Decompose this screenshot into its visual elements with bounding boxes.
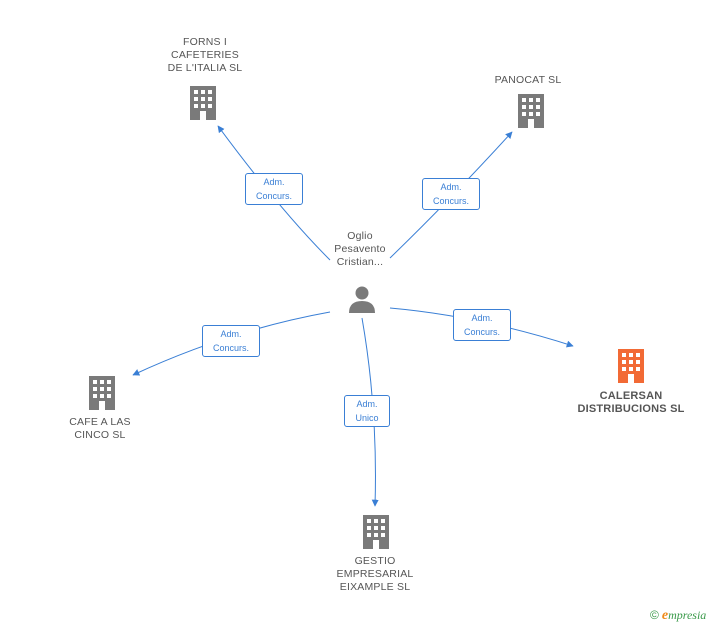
edge-label-panocat[interactable]: Adm. Concurs. <box>422 178 480 210</box>
edge-label-calersan[interactable]: Adm. Concurs. <box>453 309 511 341</box>
edge-label-cafe[interactable]: Adm. Concurs. <box>202 325 260 357</box>
edge-label-forns[interactable]: Adm. Concurs. <box>245 173 303 205</box>
brand-name: mpresia <box>668 608 707 622</box>
building-icon[interactable] <box>362 515 390 549</box>
node-label-panocat[interactable]: PANOCAT SL <box>494 74 562 86</box>
copyright-symbol: © <box>650 608 659 622</box>
building-icon[interactable] <box>88 376 116 410</box>
node-label-forns[interactable]: FORNS I CAFETERIES DE L'ITALIA SL <box>167 36 243 74</box>
building-icon-main[interactable] <box>617 349 645 383</box>
center-person-name: Oglio Pesavento Cristian... <box>334 230 386 268</box>
brand-initial: e <box>661 608 669 623</box>
building-icon[interactable] <box>189 86 217 120</box>
edge-label-gestio[interactable]: Adm. Unico <box>344 395 390 427</box>
node-label-cafe[interactable]: CAFE A LAS CINCO SL <box>69 416 131 441</box>
node-label-calersan[interactable]: CALERSAN DISTRIBUCIONS SL <box>577 390 685 415</box>
node-label-gestio[interactable]: GESTIO EMPRESARIAL EIXAMPLE SL <box>336 555 414 593</box>
building-icon[interactable] <box>517 94 545 128</box>
person-icon[interactable] <box>347 285 377 315</box>
empresia-watermark: © empresia <box>650 608 706 624</box>
